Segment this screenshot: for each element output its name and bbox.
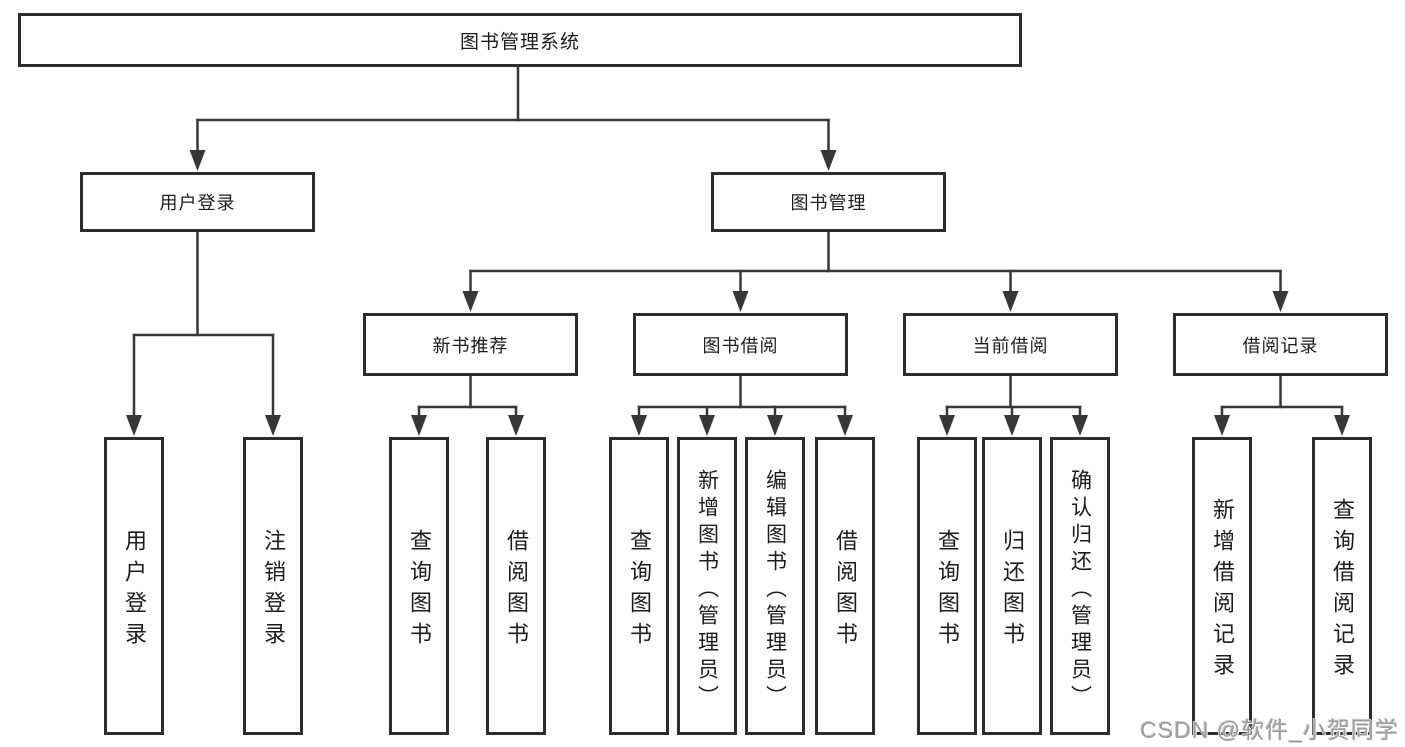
node-label: 新增借阅记录 — [1210, 497, 1235, 684]
node-label: 查询图书 — [407, 528, 432, 653]
leaf-borrow-add-admin: 新增图书（管理员） — [677, 437, 737, 735]
node-label: 用户登录 — [122, 528, 147, 653]
leaf-borrow-edit-admin: 编辑图书（管理员） — [745, 437, 805, 735]
node-label: 查询图书 — [935, 528, 960, 653]
node-label: 借阅图书 — [504, 528, 529, 653]
node-book-borrow: 图书借阅 — [633, 313, 848, 376]
node-label: 借阅图书 — [833, 528, 858, 653]
node-user-login: 用户登录 — [80, 172, 315, 232]
leaf-record-query: 查询借阅记录 — [1312, 437, 1372, 735]
csdn-watermark: CSDN @软件_小贺同学 — [1140, 717, 1399, 743]
node-library-system: 图书管理系统 — [18, 13, 1022, 67]
node-label: 借阅记录 — [1242, 335, 1319, 356]
leaf-newbook-query: 查询图书 — [389, 437, 449, 735]
node-label: 图书借阅 — [702, 335, 779, 356]
node-book-management: 图书管理 — [711, 172, 946, 232]
leaf-borrow-borrow: 借阅图书 — [815, 437, 875, 735]
node-label: 用户登录 — [159, 193, 236, 213]
leaf-user-login: 用户登录 — [104, 437, 164, 735]
node-borrow-records: 借阅记录 — [1173, 313, 1388, 376]
node-label: 查询借阅记录 — [1330, 497, 1355, 684]
node-label: 图书管理 — [790, 193, 867, 213]
node-label: 新书推荐 — [432, 335, 509, 356]
leaf-current-confirm-admin: 确认归还（管理员） — [1050, 437, 1110, 735]
node-label: 图书管理系统 — [459, 31, 580, 53]
node-label: 新增图书（管理员） — [695, 469, 719, 712]
node-label: 注销登录 — [261, 528, 286, 653]
arrowheads — [126, 150, 1350, 436]
node-new-book-recommend: 新书推荐 — [363, 313, 578, 376]
node-label: 查询图书 — [627, 528, 652, 653]
node-current-borrow: 当前借阅 — [903, 313, 1118, 376]
node-label: 编辑图书（管理员） — [763, 469, 787, 712]
leaf-current-return: 归还图书 — [982, 437, 1042, 735]
node-label: 当前借阅 — [972, 335, 1049, 356]
leaf-record-add: 新增借阅记录 — [1192, 437, 1252, 735]
node-label: 确认归还（管理员） — [1068, 469, 1092, 712]
leaf-newbook-borrow: 借阅图书 — [486, 437, 546, 735]
leaf-logout: 注销登录 — [243, 437, 303, 735]
leaf-current-query: 查询图书 — [917, 437, 977, 735]
node-label: 归还图书 — [1000, 528, 1025, 653]
leaf-borrow-query: 查询图书 — [609, 437, 669, 735]
